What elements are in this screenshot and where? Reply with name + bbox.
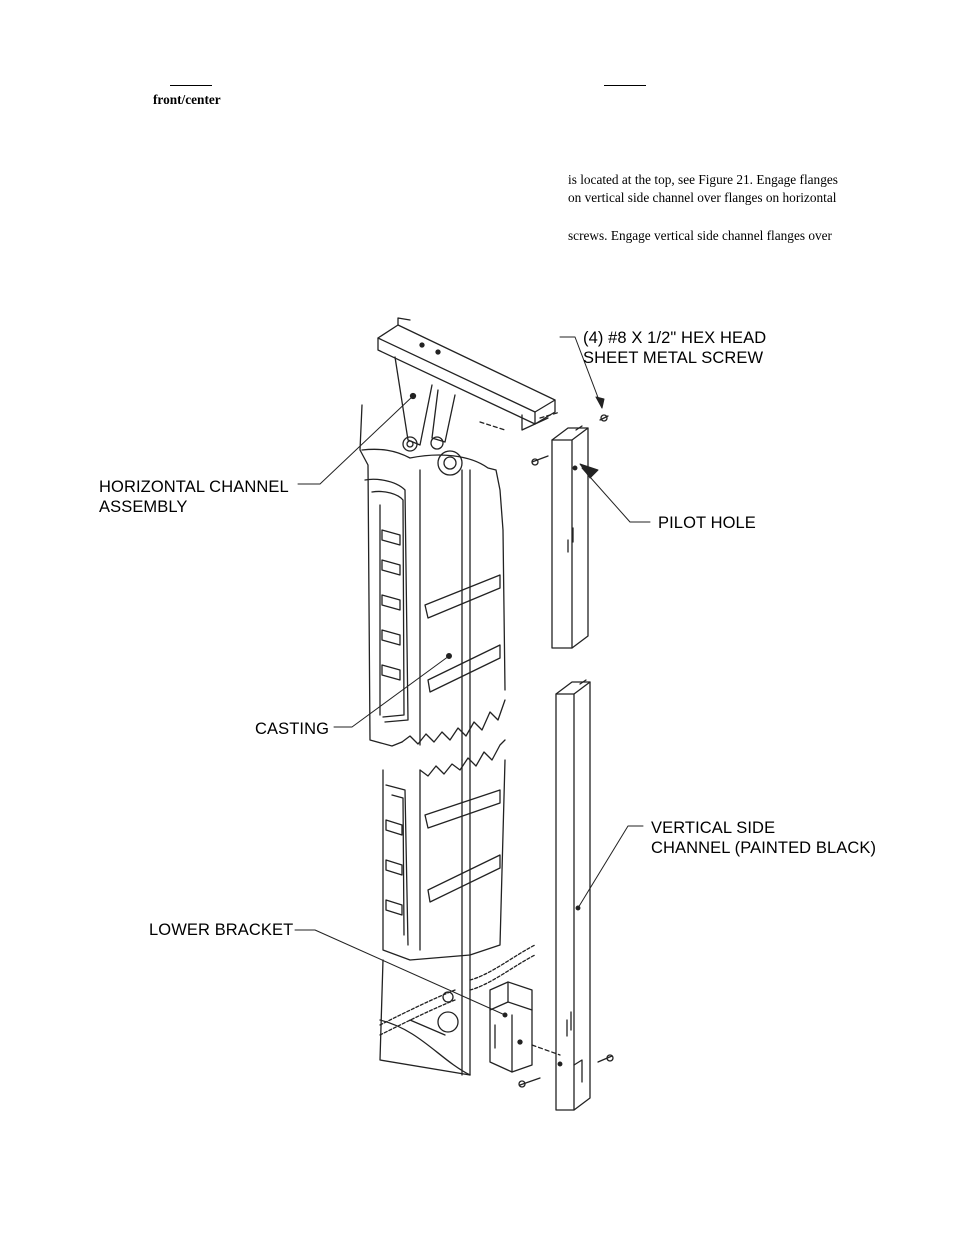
- vertical-channel-upper: [531, 414, 609, 649]
- label-vertical-line1: VERTICAL SIDE: [651, 819, 776, 837]
- lower-bracket: [489, 981, 561, 1088]
- header-rule-right: [604, 85, 646, 86]
- leader-lines: [294, 336, 651, 1018]
- header-rule-left: [170, 85, 212, 86]
- label-pilot-hole: PILOT HOLE: [658, 514, 756, 532]
- vertical-channel-lower: [555, 679, 614, 1111]
- label-screw-line1: (4) #8 X 1/2" HEX HEAD: [583, 329, 767, 347]
- horizontal-channel: [377, 317, 561, 452]
- label-lower-bracket: LOWER BRACKET: [149, 921, 294, 939]
- label-horizontal-line2: ASSEMBLY: [99, 498, 188, 516]
- casting-lower: [379, 739, 536, 1076]
- casting-upper: [359, 404, 506, 761]
- label-casting: CASTING: [255, 720, 330, 738]
- header-front-center: front/center: [153, 92, 221, 107]
- paragraph-line-1: is located at the top, see Figure 21. En…: [568, 172, 838, 187]
- paragraph-line-3: screws. Engage vertical side channel fla…: [568, 228, 832, 243]
- label-horizontal-line1: HORIZONTAL CHANNEL: [99, 478, 289, 496]
- label-screw-line2: SHEET METAL SCREW: [583, 349, 764, 367]
- paragraph-line-2: on vertical side channel over flanges on…: [568, 190, 837, 205]
- label-vertical-line2: CHANNEL (PAINTED BLACK): [651, 839, 877, 857]
